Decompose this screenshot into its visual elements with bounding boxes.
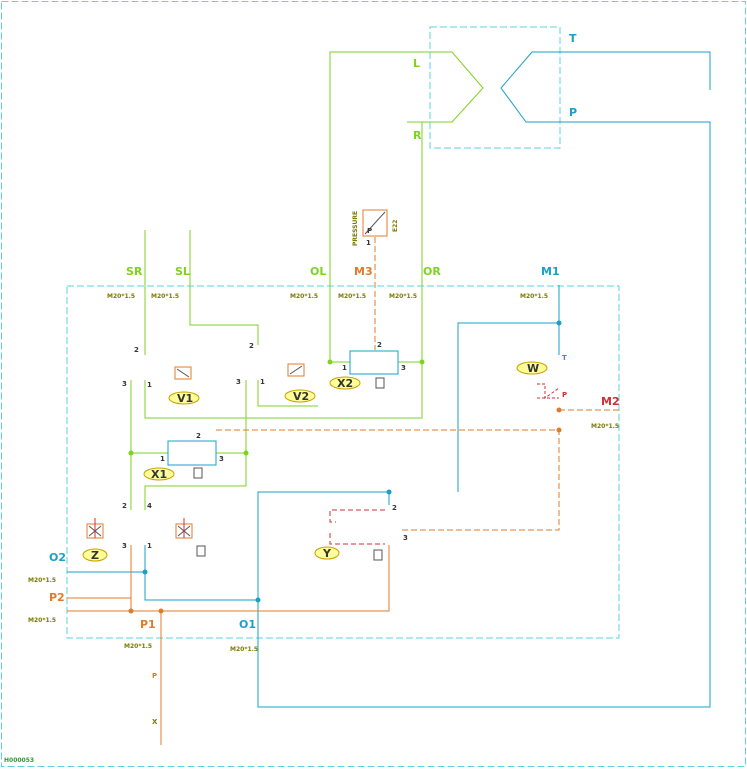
actuator-left-wedge xyxy=(407,51,484,123)
fitting-label: M20*1.5 xyxy=(290,293,318,300)
y-solenoid-icon xyxy=(373,549,383,561)
port-label-M1: M1 xyxy=(541,265,560,278)
pin-number: 1 xyxy=(260,378,265,386)
component-label-X2: X2 xyxy=(337,377,353,390)
pin-number: 2 xyxy=(196,432,201,440)
pressure-sensor-symbol: P xyxy=(367,227,372,235)
fitting-label: M20*1.5 xyxy=(124,643,152,650)
port-label-OL: OL xyxy=(310,265,326,278)
x1-solenoid-icon xyxy=(193,467,203,479)
port-label-SR: SR xyxy=(126,265,143,278)
fitting-label: M20*1.5 xyxy=(28,617,56,624)
fitting-label: M20*1.5 xyxy=(28,577,56,584)
pressure-sensor-pin: 1 xyxy=(366,239,371,247)
component-label-V2: V2 xyxy=(293,390,309,403)
z-solenoid-icon xyxy=(196,545,206,557)
v2-valve-diagonal xyxy=(289,365,303,375)
pin-number: 2 xyxy=(249,342,254,350)
port-label-Tm: T xyxy=(562,354,567,362)
y-valve-symbol-lower xyxy=(329,533,385,545)
pressure-sensor-box[interactable] xyxy=(362,209,388,237)
pin-numbers: 2 1 3 2 1 3 2 1 3 2 1 3 2 4 3 1 2 3 xyxy=(122,341,408,550)
pin-number: 2 xyxy=(392,504,397,512)
pin-number: 3 xyxy=(401,364,406,372)
actuator-box xyxy=(429,26,561,149)
port-label-M3: M3 xyxy=(354,265,373,278)
v1-valve-diagonal xyxy=(176,368,190,378)
fitting-label: M20*1.5 xyxy=(591,423,619,430)
corner-tag: H000053 xyxy=(4,757,34,764)
port-label-L: L xyxy=(413,57,420,70)
x2-solenoid-icon xyxy=(375,377,385,389)
fitting-label: M20*1.5 xyxy=(338,293,366,300)
port-label-Xbot: X xyxy=(152,718,158,726)
pin-number: 2 xyxy=(122,502,127,510)
port-label-OR: OR xyxy=(423,265,441,278)
pin-number: 1 xyxy=(147,542,152,550)
port-label-R: R xyxy=(413,129,422,142)
pin-number: 1 xyxy=(160,455,165,463)
port-label-P1: P1 xyxy=(140,618,156,631)
port-label-O2: O2 xyxy=(49,551,66,564)
x2-cartridge-body[interactable] xyxy=(349,350,399,375)
pressure-sensor-diagonal xyxy=(364,211,386,235)
port-label-T: T xyxy=(569,32,577,45)
v1-valve-symbol[interactable] xyxy=(174,366,192,380)
pin-number: 2 xyxy=(377,341,382,349)
manifold-box xyxy=(66,285,620,639)
port-label-SL: SL xyxy=(175,265,190,278)
fitting-label: M20*1.5 xyxy=(520,293,548,300)
component-label-Z: Z xyxy=(91,549,99,562)
pin-number: 1 xyxy=(342,364,347,372)
pin-number: 3 xyxy=(122,380,127,388)
component-label-X1: X1 xyxy=(151,468,167,481)
pressure-sensor-name: PRESSURE xyxy=(352,211,359,246)
v2-valve-symbol[interactable] xyxy=(287,363,305,377)
y-valve-symbol[interactable] xyxy=(329,509,385,523)
fitting-label: M20*1.5 xyxy=(389,293,417,300)
fitting-label: M20*1.5 xyxy=(230,646,258,653)
junction-dots xyxy=(128,320,562,614)
orange-lines xyxy=(67,545,390,745)
port-label-P: P xyxy=(569,106,577,119)
pin-number: 4 xyxy=(147,502,152,510)
pin-number: 3 xyxy=(236,378,241,386)
pin-number: 2 xyxy=(134,346,139,354)
port-label-M2: M2 xyxy=(601,395,620,408)
fitting-labels: M20*1.5 M20*1.5 M20*1.5 M20*1.5 M20*1.5 … xyxy=(28,293,619,653)
green-lines xyxy=(130,51,423,510)
component-ovals xyxy=(82,361,548,562)
pin-number: 3 xyxy=(219,455,224,463)
fitting-label: M20*1.5 xyxy=(151,293,179,300)
port-label-Pm: P xyxy=(562,391,567,399)
port-label-P2: P2 xyxy=(49,591,65,604)
pin-number: 1 xyxy=(147,381,152,389)
component-label-W: W xyxy=(527,362,539,375)
fitting-label: M20*1.5 xyxy=(107,293,135,300)
pin-number: 3 xyxy=(122,542,127,550)
x1-cartridge-body[interactable] xyxy=(167,440,217,466)
port-label-O1: O1 xyxy=(239,618,256,631)
component-label-Y: Y xyxy=(322,547,332,560)
w-switch-symbol[interactable] xyxy=(537,383,560,399)
component-label-V1: V1 xyxy=(177,392,193,405)
port-label-Pbot: P xyxy=(152,672,157,680)
actuator-right-wedge xyxy=(500,51,562,123)
orange-dashed-lines xyxy=(216,237,620,531)
pressure-sensor-code: E22 xyxy=(392,220,399,232)
pin-number: 3 xyxy=(403,534,408,542)
